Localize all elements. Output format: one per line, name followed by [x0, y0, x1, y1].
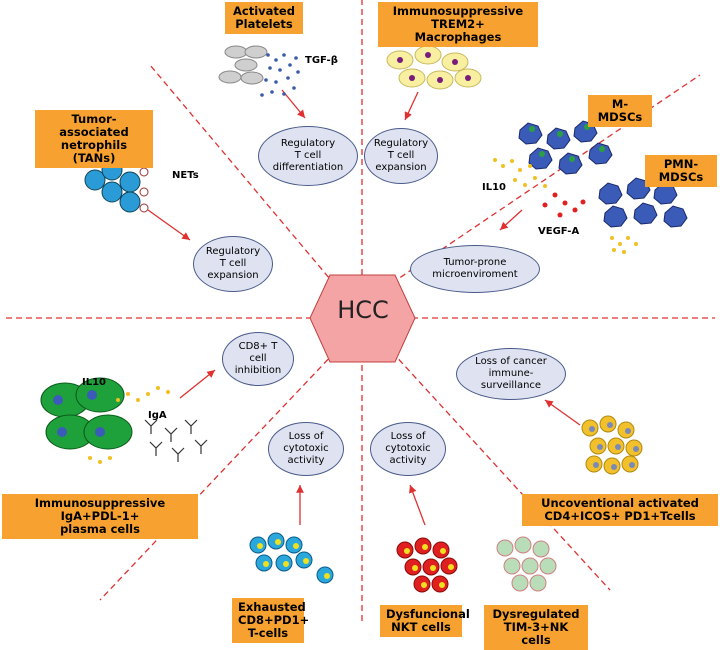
box-pmn-mdscs: PMN-MDSCs [645, 155, 717, 187]
label-iga: IgA [148, 410, 167, 421]
label-tgf-beta: TGF-β [305, 55, 338, 66]
hcc-hexagon [309, 274, 416, 363]
label-nets: NETs [172, 170, 199, 181]
oval-cd8-inhibition: CD8+ T cell inhibition [222, 332, 294, 386]
box-activated-platelets: Activated Platelets [225, 2, 303, 34]
oval-loss-surveillance: Loss of cancer immune- surveillance [456, 348, 566, 400]
box-nkt-cells: Dysfuncional NKT cells [380, 605, 470, 637]
m-mdsc-cells [518, 120, 613, 175]
divider-lines [5, 0, 715, 625]
platelet-cells [218, 45, 268, 85]
plasma-cells [40, 377, 133, 450]
hcc-label: HCC [337, 296, 389, 324]
pmn-mdsc-cells [598, 177, 688, 228]
label-il10-left: IL10 [82, 377, 107, 388]
iga-antibodies [144, 419, 208, 462]
label-il10-right: IL10 [482, 182, 507, 193]
tgf-dots [260, 53, 300, 97]
box-m-mdscs: M-MDSCs [588, 95, 652, 127]
box-iga-plasma-cells: Immunosuppressive IgA+PDL-1+ plasma cell… [2, 494, 198, 539]
box-exhausted-cd8: Exhausted CD8+PD1+ T-cells [232, 598, 309, 643]
oval-loss-cytotoxic-right: Loss of cytotoxic activity [370, 422, 446, 476]
oval-treg-expansion-top: Regulatory T cell expansion [364, 128, 438, 184]
oval-tumor-microenvironment: Tumor-prone microenviroment [410, 245, 540, 293]
arrows [147, 89, 581, 526]
box-tans: Tumor-associated netrophils (TANs) [35, 110, 153, 168]
label-vegf-a: VEGF-A [538, 226, 580, 237]
box-tim3-nk-cells: Dysregulated TIM-3+NK cells [484, 605, 588, 650]
oval-treg-expansion-left: Regulatory T cell expansion [193, 236, 273, 292]
nk-cells [496, 536, 557, 592]
box-trem2-macrophages: Immunosuppressive TREM2+ Macrophages [378, 2, 538, 47]
oval-loss-cytotoxic-left: Loss of cytotoxic activity [268, 422, 344, 476]
cd8-t-cells [249, 532, 334, 584]
box-unconventional-t-cells: Uncoventional activated CD4+ICOS+ PD1+Tc… [522, 494, 718, 526]
macrophage-cells [386, 45, 482, 90]
oval-treg-differentiation: Regulatory T cell differentiation [258, 126, 358, 186]
nkt-cells [396, 537, 458, 593]
